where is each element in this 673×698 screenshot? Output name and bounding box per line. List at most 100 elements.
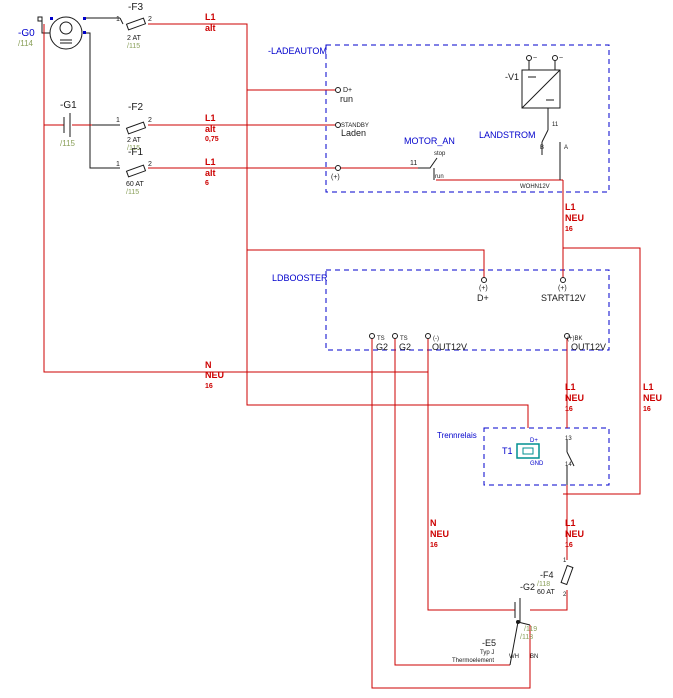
- wire-l1-d-color: NEU: [565, 529, 584, 539]
- ladeautom-plus: (+): [331, 174, 340, 181]
- wire-l1-f2-conductor: L1: [205, 113, 216, 123]
- ldbooster-dplus: D+: [477, 293, 489, 303]
- fuse-f4: [560, 564, 574, 586]
- wire-l1-f3-conductor: L1: [205, 12, 216, 22]
- ladeautom-pin11: 11: [410, 160, 417, 167]
- g0-name: -G0: [18, 28, 35, 39]
- wire-l1-a-color: NEU: [565, 213, 584, 223]
- e5-wh: WH: [509, 654, 519, 660]
- e5-type: Typ J: [480, 650, 494, 656]
- wire-n-b-size: 16: [430, 542, 438, 549]
- ldbooster-title: LDBOOSTER: [272, 273, 328, 283]
- ldbooster-g2b: G2: [399, 342, 411, 352]
- ladeautom-box: [325, 44, 610, 193]
- wire-l1-f1-conductor: L1: [205, 157, 216, 167]
- f3-pin1: 1: [116, 16, 120, 23]
- f2-rating: 2 AT: [127, 137, 142, 144]
- ladeautom-title: -LADEAUTOM: [268, 46, 327, 56]
- ladeautom-landstrom: LANDSTROM: [479, 130, 536, 140]
- fuse-f3: [119, 17, 200, 31]
- ladeautom-stop: stop: [434, 151, 446, 157]
- f1-ref: /115: [126, 189, 139, 196]
- wire-l1-a-conductor: L1: [565, 202, 576, 212]
- ldbooster-ts2: TS: [400, 336, 408, 342]
- f4-ref: /118: [537, 581, 550, 588]
- f4-name: -F4: [540, 570, 554, 580]
- f4-pin1: 1: [563, 558, 567, 564]
- battery-g1: [63, 113, 71, 137]
- f3-rating: 2 AT: [127, 35, 142, 42]
- ladeautom-laden: Laden: [341, 128, 366, 138]
- g2-ref1: /119: [524, 626, 537, 633]
- ldbooster-box: [325, 269, 610, 351]
- f3-name: -F3: [128, 2, 143, 13]
- thermoelement-e5: [509, 620, 531, 666]
- ldbooster-ts1: TS: [377, 336, 385, 342]
- wire-l1-f2-color: alt: [205, 124, 216, 134]
- ladeautom-wohn: WOHN12V: [520, 184, 550, 190]
- ldbooster-minus: (-): [433, 336, 439, 342]
- wire-l1-f1-color: alt: [205, 168, 216, 178]
- f2-name: -F2: [128, 102, 143, 113]
- converter-v1: [521, 55, 561, 180]
- wire-l1-b-size: 16: [565, 406, 573, 413]
- ladeautom-run2: run: [435, 174, 444, 180]
- wire-l1-f3-color: alt: [205, 23, 216, 33]
- ldbooster-start-pin: (+): [558, 285, 567, 292]
- ladeautom-a: A: [564, 145, 568, 151]
- ladeautom-dplus: D+: [343, 87, 352, 94]
- e5-desc: Thermoelement: [452, 658, 494, 664]
- dplus-terminal: [335, 87, 341, 93]
- g1-ref: /115: [60, 139, 76, 148]
- wire-l1-c-conductor: L1: [643, 382, 654, 392]
- f2-pin2: 2: [148, 117, 152, 124]
- wire-n-a-conductor: N: [205, 360, 212, 370]
- ladeautom-b: B: [540, 145, 544, 151]
- wire-l1-a-size: 16: [565, 226, 573, 233]
- f1-name: -F1: [128, 147, 143, 158]
- plus-terminal: [335, 165, 341, 171]
- ladeautom-run: run: [340, 94, 353, 104]
- wire-l1-f2-size: 0,75: [205, 136, 219, 143]
- wire-l1-d-size: 16: [565, 542, 573, 549]
- v1-ac-2: ~: [559, 55, 563, 62]
- trennrelais-dplus: D+: [530, 438, 538, 444]
- battery-g2: [514, 598, 521, 622]
- wire-n-a-color: NEU: [205, 370, 224, 380]
- f2-ref: /115: [127, 145, 140, 152]
- trennrelais-gnd: GND: [530, 461, 544, 467]
- e5-name: -E5: [482, 638, 496, 648]
- wire-l1-c-color: NEU: [643, 393, 662, 403]
- v1-pin: 11: [552, 122, 559, 128]
- f4-rating: 60 AT: [537, 589, 555, 596]
- wire-l1-f1-size: 6: [205, 180, 209, 187]
- v1-name: -V1: [505, 72, 519, 82]
- ldbooster-out-plus: OUT12V: [571, 342, 606, 352]
- wire-l1-c-size: 16: [643, 406, 651, 413]
- wire-n-b-color: NEU: [430, 529, 449, 539]
- ladeautom-standby: STANDBY: [341, 123, 369, 129]
- standby-terminal: [335, 122, 341, 128]
- ldbooster-out-minus: OUT12V: [432, 342, 467, 352]
- f3-ref: /115: [127, 43, 140, 50]
- trennrelais-t1: T1: [502, 446, 513, 456]
- f2-pin1: 1: [116, 117, 120, 124]
- relay-t1: [516, 440, 575, 485]
- g1-name: -G1: [60, 100, 77, 111]
- ladeautom-motor-an: MOTOR_AN: [404, 136, 455, 146]
- g2-ref2: /113: [520, 634, 533, 641]
- trennrelais-pin13: 13: [565, 436, 572, 442]
- f1-pin1: 1: [116, 161, 120, 168]
- wire-n-a-size: 16: [205, 383, 213, 390]
- trennrelais-title: Trennrelais: [437, 431, 477, 440]
- ldbooster-dplus-pin: (+): [479, 285, 488, 292]
- f1-rating: 60 AT: [126, 181, 144, 188]
- g2-name: -G2: [520, 582, 535, 592]
- g0-ref: /114: [18, 39, 34, 48]
- e5-bn: BN: [530, 654, 538, 660]
- ldbooster-plus-bk: (+)BK: [567, 336, 583, 342]
- trennrelais-pin14: 14: [565, 462, 572, 468]
- v1-ac-1: ~: [533, 55, 537, 62]
